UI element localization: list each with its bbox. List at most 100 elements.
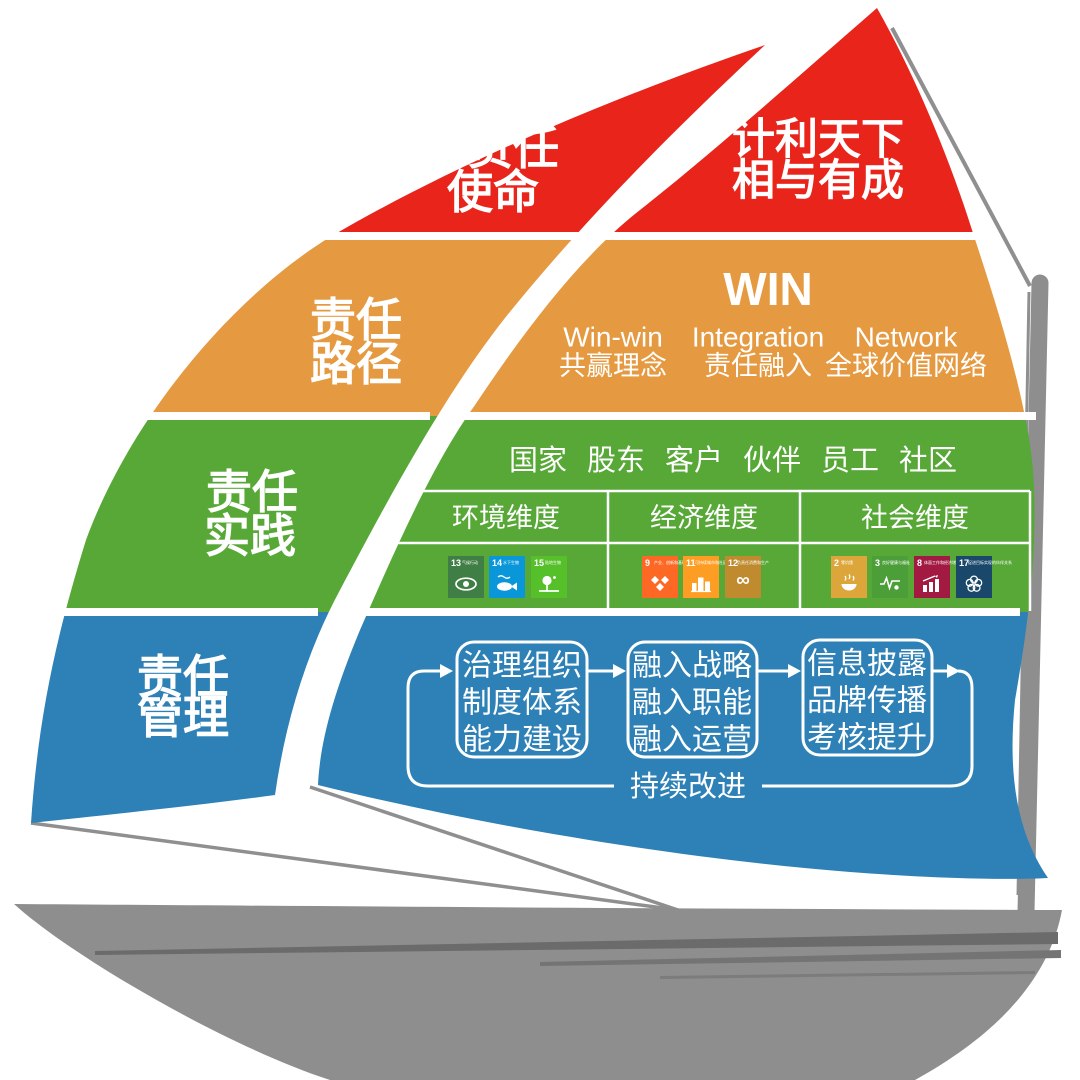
integration-box-line2: 融入职能 bbox=[632, 687, 752, 720]
svg-text:11: 11 bbox=[686, 558, 696, 568]
sdg-17-partnership-icon: 17 促进目标实现的伙伴关系 bbox=[956, 556, 1012, 598]
svg-text:水下生物: 水下生物 bbox=[503, 559, 519, 565]
svg-text:气候行动: 气候行动 bbox=[462, 559, 478, 565]
svg-text:良好健康与福祉: 良好健康与福祉 bbox=[882, 559, 910, 565]
svg-text:13: 13 bbox=[451, 558, 461, 568]
disclosure-box-line2: 品牌传播 bbox=[807, 685, 927, 718]
win-col1-en: Win-win bbox=[563, 322, 663, 353]
continuous-improvement-label: 持续改进 bbox=[630, 770, 746, 803]
svg-text:体面工作和经济增长: 体面工作和经济增长 bbox=[924, 559, 960, 565]
mission-band-content: 责任 使命 计利天下 相与有成 bbox=[447, 116, 904, 218]
management-band-content: 责任 管理 治理组织 制度体系 能力建设 融入战略 融入职能 融入运营 信息披露… bbox=[137, 638, 974, 803]
sdg-9-industry-icon: 9 产业、创新和基础设施 bbox=[642, 556, 694, 598]
svg-text:负责任消费和生产: 负责任消费和生产 bbox=[737, 559, 769, 565]
mission-slogan-line1: 计利天下 bbox=[732, 116, 904, 164]
path-label-line2: 路径 bbox=[310, 338, 402, 390]
svg-text:陆地生物: 陆地生物 bbox=[545, 559, 561, 565]
path-band-content: 责任 路径 WIN Win-win 共赢理念 Integration 责任融入 … bbox=[310, 263, 987, 390]
path-label-line1: 责任 bbox=[310, 294, 402, 346]
svg-text:促进目标实现的伙伴关系: 促进目标实现的伙伴关系 bbox=[968, 559, 1012, 565]
svg-text:产业、创新和基础设施: 产业、创新和基础设施 bbox=[654, 559, 694, 565]
lower-rigging-line-a bbox=[30, 821, 679, 912]
svg-text:15: 15 bbox=[534, 558, 544, 568]
mast bbox=[1017, 274, 1049, 921]
sdg-13-climate-icon: 13 气候行动 bbox=[448, 556, 484, 598]
dim-econ-title: 经济维度 bbox=[650, 503, 758, 533]
svg-text:12: 12 bbox=[728, 558, 738, 568]
win-col1-zh: 共赢理念 bbox=[559, 351, 667, 381]
management-label-line2: 管理 bbox=[137, 691, 229, 743]
practice-label-line1: 责任 bbox=[206, 466, 298, 518]
integration-box-line1: 融入战略 bbox=[632, 650, 752, 683]
sdg-14-water-icon: 14 水下生物 bbox=[489, 556, 525, 598]
tree-glyph bbox=[539, 575, 559, 592]
governance-box-line3: 能力建设 bbox=[462, 724, 582, 757]
dim-env-title: 环境维度 bbox=[452, 503, 560, 533]
win-title: WIN bbox=[723, 263, 812, 315]
sdg-icon-row: 13 气候行动 14 水下生物 1 bbox=[448, 556, 1012, 598]
dimension-table-lines bbox=[382, 489, 1032, 611]
sdg-15-land-icon: 15 陆地生物 bbox=[531, 556, 567, 598]
win-col2-zh: 责任融入 bbox=[704, 351, 812, 381]
stakeholder-partner: 伙伴 bbox=[743, 444, 801, 477]
stakeholder-customer: 客户 bbox=[665, 444, 723, 477]
hull-stripe-dark bbox=[95, 932, 1058, 955]
rings-glyph bbox=[965, 575, 983, 592]
svg-text:14: 14 bbox=[492, 558, 502, 568]
cubes-glyph bbox=[651, 576, 669, 591]
rigging-lines bbox=[30, 27, 1032, 912]
governance-box-line2: 制度体系 bbox=[462, 687, 582, 720]
win-col3-en: Network bbox=[855, 322, 959, 353]
governance-box-line1: 治理组织 bbox=[462, 650, 582, 683]
heartbeat-glyph bbox=[880, 575, 900, 591]
stakeholder-community: 社区 bbox=[899, 444, 957, 477]
mission-label-line1: 责任 bbox=[467, 122, 559, 174]
stakeholder-employee: 员工 bbox=[821, 445, 879, 477]
svg-text:17: 17 bbox=[959, 558, 969, 568]
sdg-8-work-icon: 8 体面工作和经济增长 bbox=[914, 556, 960, 598]
governance-box bbox=[455, 640, 589, 759]
loop-right-path bbox=[762, 669, 974, 788]
practice-label-line2: 实践 bbox=[204, 510, 296, 562]
svg-text:可持续城市和社区: 可持续城市和社区 bbox=[695, 559, 727, 565]
hull-body bbox=[14, 904, 1062, 1080]
win-col2-en: Integration bbox=[692, 322, 824, 353]
management-label-line1: 责任 bbox=[137, 651, 229, 703]
stakeholder-country: 国家 bbox=[509, 444, 567, 477]
mission-slogan-line2: 相与有成 bbox=[732, 157, 904, 205]
sdg-2-hunger-icon: 2 零饥饿 bbox=[831, 556, 867, 598]
integration-box-line3: 融入运营 bbox=[632, 724, 752, 757]
svg-text:8: 8 bbox=[917, 558, 922, 568]
sdg-11-city-icon: 11 可持续城市和社区 bbox=[683, 556, 727, 598]
svg-text:零饥饿: 零饥饿 bbox=[841, 559, 853, 565]
infinity-glyph: ∞ bbox=[736, 570, 750, 591]
boat-hull bbox=[14, 904, 1062, 1080]
svg-text:2: 2 bbox=[834, 558, 839, 568]
growth-chart-glyph bbox=[922, 575, 939, 592]
integration-box bbox=[626, 640, 759, 759]
disclosure-box bbox=[801, 638, 934, 757]
eye-glyph bbox=[455, 577, 477, 591]
hull-stripe-mid bbox=[540, 950, 1061, 966]
fish-glyph bbox=[497, 575, 517, 591]
disclosure-box-line3: 考核提升 bbox=[807, 722, 927, 755]
sdg-12-consumption-icon: 12 负责任消费和生产 ∞ bbox=[725, 556, 769, 598]
band-dividers bbox=[55, 232, 1036, 616]
disclosure-box-line1: 信息披露 bbox=[807, 648, 927, 681]
loop-left-path bbox=[406, 669, 614, 788]
practice-band-content: 责任 实践 国家 股东 客户 伙伴 员工 社区 环境维度 经济维度 社会维度 1… bbox=[204, 444, 1032, 611]
forestay-line bbox=[890, 27, 1032, 287]
stakeholder-shareholder: 股东 bbox=[587, 444, 645, 477]
hull-stripe-light bbox=[660, 971, 1035, 979]
lower-rigging-line-b bbox=[309, 785, 679, 912]
win-col3-zh: 全球价值网络 bbox=[825, 351, 987, 381]
dim-social-title: 社会维度 bbox=[861, 503, 969, 533]
mission-label-line2: 使命 bbox=[447, 166, 539, 218]
process-arrows bbox=[406, 664, 974, 788]
sdg-3-health-icon: 3 良好健康与福祉 bbox=[872, 556, 910, 598]
svg-text:3: 3 bbox=[875, 558, 880, 568]
svg-text:9: 9 bbox=[645, 558, 650, 568]
buildings-glyph bbox=[691, 577, 711, 593]
